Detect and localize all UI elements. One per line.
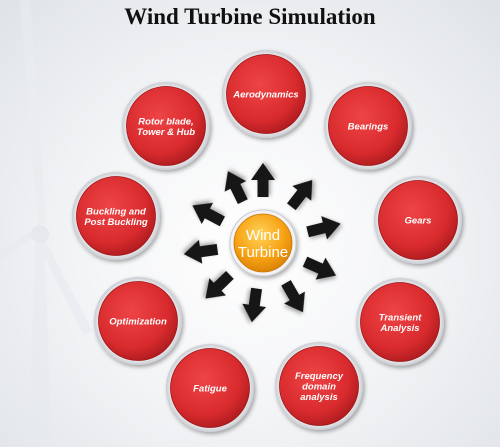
center-label-line-2: Turbine bbox=[238, 244, 288, 261]
node-aerodynamics: Aerodynamics bbox=[222, 50, 310, 138]
node-rotor-blade-label-line-1: Rotor blade, bbox=[138, 116, 193, 127]
arrow-3 bbox=[306, 216, 341, 240]
node-transient-analysis-label-line-1: Transient bbox=[379, 312, 422, 323]
node-frequency-domain-analysis-label-line-1: Frequency bbox=[295, 371, 344, 382]
arrow-2 bbox=[286, 179, 313, 211]
node-optimization: Optimization bbox=[94, 277, 182, 365]
node-transient-analysis-label-line-2: Analysis bbox=[379, 323, 419, 334]
node-fatigue-label-line-1: Fatigue bbox=[193, 384, 227, 395]
arrow-5 bbox=[281, 280, 305, 313]
center-label-line-1: Wind bbox=[246, 227, 280, 244]
arrow-4 bbox=[302, 256, 337, 280]
node-buckling-label-line-1: Buckling and bbox=[86, 206, 146, 217]
node-fatigue: Fatigue bbox=[166, 344, 254, 432]
arrow-8 bbox=[183, 239, 219, 264]
arrow-7 bbox=[205, 270, 234, 299]
node-rotor-blade-label-line-2: Tower & Hub bbox=[137, 127, 195, 138]
background-turbine-image bbox=[0, 0, 92, 447]
node-frequency-domain-analysis-label-line-3: analysis bbox=[300, 392, 338, 403]
node-aerodynamics-label-line-1: Aerodynamics bbox=[232, 90, 298, 101]
arrow-10 bbox=[224, 171, 248, 205]
arrow-1 bbox=[251, 163, 275, 197]
node-buckling-label-line-2: Post Buckling bbox=[84, 217, 148, 228]
node-gears: Gears bbox=[374, 176, 462, 264]
page-title: Wind Turbine Simulation bbox=[124, 4, 376, 29]
arrow-6 bbox=[242, 287, 267, 323]
node-gears-label-line-1: Gears bbox=[405, 216, 432, 227]
node-frequency-domain-analysis-label-line-2: domain bbox=[302, 382, 336, 393]
arrow-9 bbox=[192, 202, 225, 227]
node-bearings-label-line-1: Bearings bbox=[348, 122, 389, 133]
node-rotor-blade: Rotor blade,Tower & Hub bbox=[122, 82, 210, 170]
node-bearings: Bearings bbox=[324, 82, 412, 170]
node-optimization-label-line-1: Optimization bbox=[109, 317, 167, 328]
